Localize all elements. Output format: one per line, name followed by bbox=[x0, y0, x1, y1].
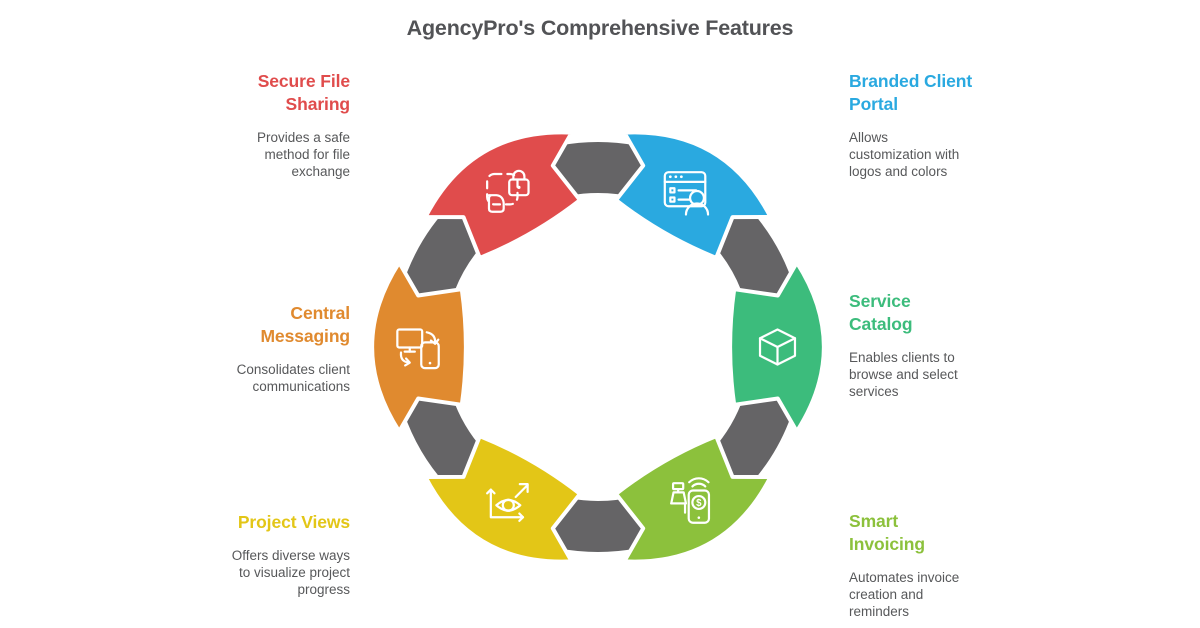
feature-central-messaging: Central Messaging Consolidates client co… bbox=[198, 302, 350, 395]
feature-secure-file-sharing: Secure File Sharing Provides a safe meth… bbox=[198, 70, 350, 180]
feature-branded-client-portal: Branded Client Portal Allows customizati… bbox=[849, 70, 1001, 180]
feature-description: Provides a safe method for file exchange bbox=[256, 130, 350, 179]
central-messaging-icon bbox=[396, 328, 440, 370]
project-views-eye-icon bbox=[486, 482, 529, 523]
feature-label: Central Messaging bbox=[260, 303, 350, 346]
service-catalog-cube-icon bbox=[758, 328, 797, 366]
feature-label: Service Catalog bbox=[849, 291, 913, 334]
feature-label: Secure File Sharing bbox=[257, 71, 350, 114]
feature-smart-invoicing: Smart Invoicing Automates invoice creati… bbox=[849, 510, 1001, 620]
segment-branded-client-portal bbox=[614, 130, 773, 260]
svg-text:$: $ bbox=[696, 498, 702, 509]
feature-service-catalog: Service Catalog Enables clients to brows… bbox=[849, 290, 1001, 400]
feature-description: Offers diverse ways to visualize project… bbox=[231, 548, 350, 597]
feature-description: Allows customization with logos and colo… bbox=[849, 130, 960, 179]
client-portal-icon bbox=[663, 171, 710, 216]
feature-description: Enables clients to browse and select ser… bbox=[849, 350, 958, 399]
segment-secure-file-sharing bbox=[423, 130, 582, 260]
feature-description: Consolidates client communications bbox=[236, 362, 350, 394]
feature-description: Automates invoice creation and reminders bbox=[849, 570, 960, 619]
segment-project-views bbox=[423, 434, 582, 564]
page-title: AgencyPro's Comprehensive Features bbox=[406, 16, 794, 40]
feature-project-views: Project Views Offers diverse ways to vis… bbox=[198, 511, 350, 598]
smart-invoicing-icon: $ bbox=[670, 477, 711, 524]
feature-label: Project Views bbox=[237, 512, 350, 532]
secure-file-icon bbox=[486, 169, 530, 213]
feature-label: Smart Invoicing bbox=[849, 511, 925, 554]
feature-label: Branded Client Portal bbox=[849, 71, 973, 114]
